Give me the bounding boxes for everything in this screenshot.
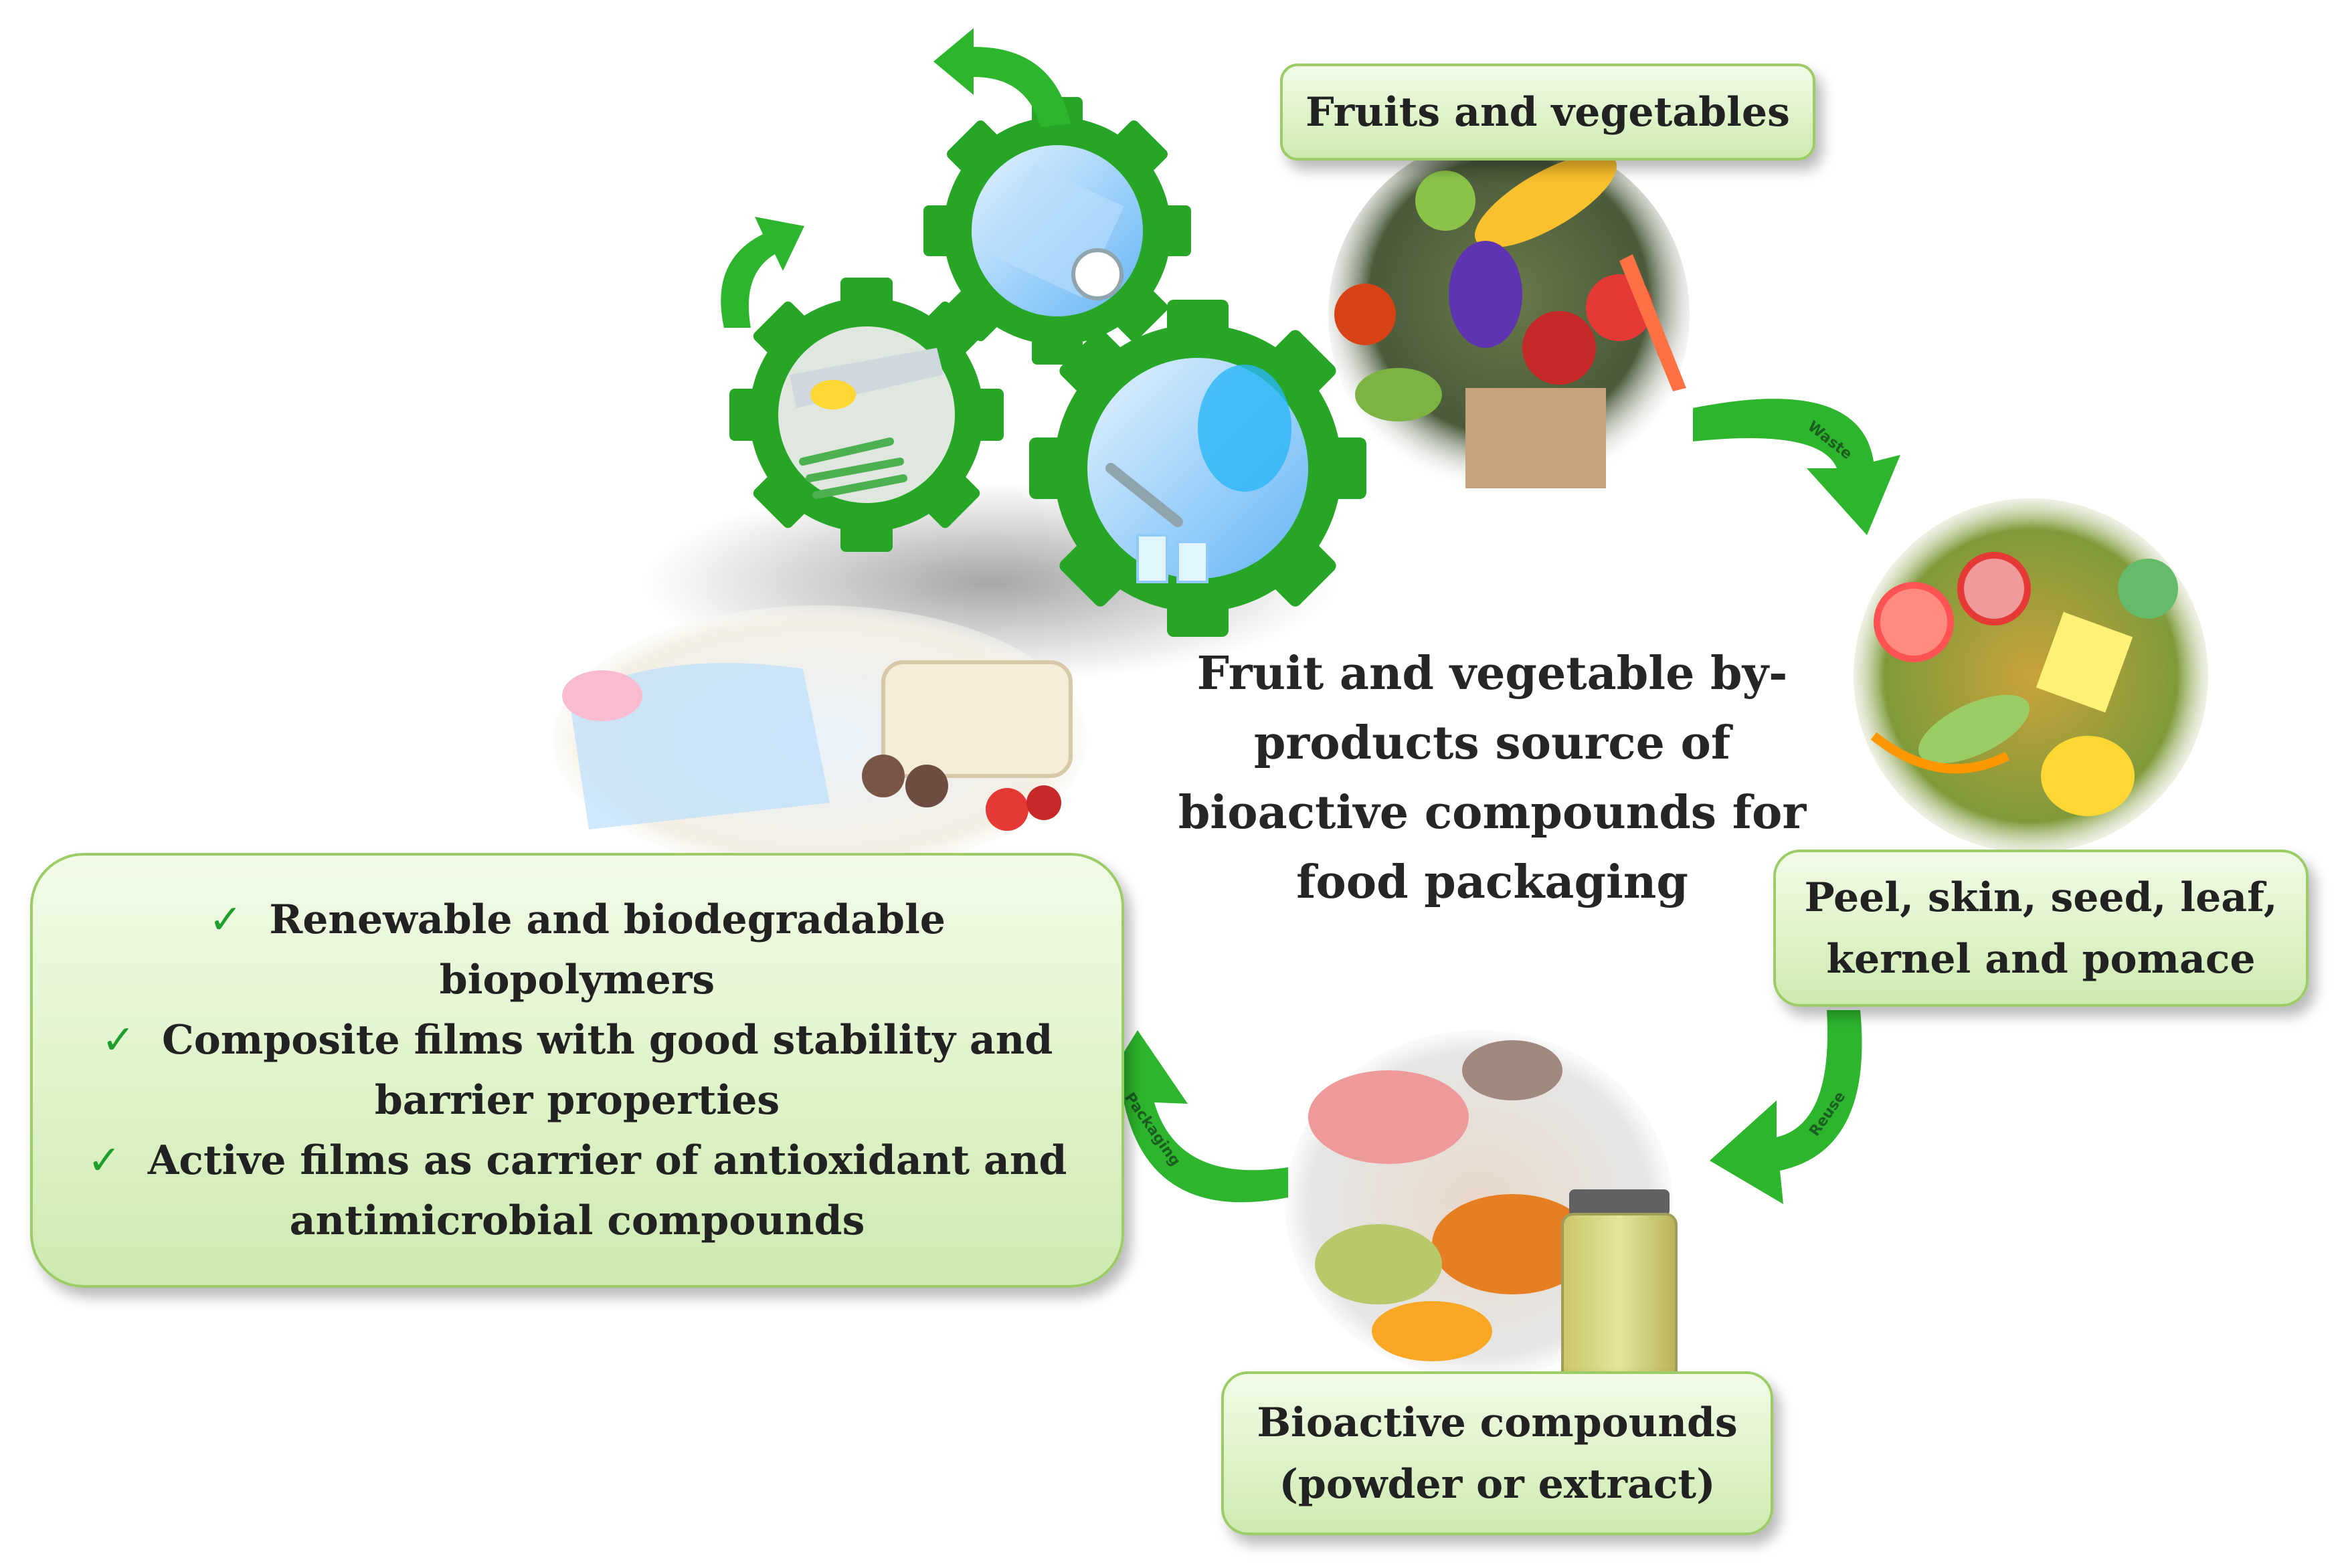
packaging-arrow-icon: [1087, 1030, 1288, 1203]
gear-laboratory-icon: [1029, 300, 1366, 637]
check-icon: ✓: [87, 1137, 121, 1184]
check-icon: ✓: [209, 896, 243, 943]
peel-waste-image: [1854, 498, 2208, 853]
reuse-arrow-icon: [1710, 1010, 1862, 1204]
diagram-title: Fruit and vegetable by- products source …: [1178, 647, 1807, 909]
check-icon: ✓: [101, 1017, 135, 1064]
bioactive-compounds-box: Bioactive compounds (powder or extract): [1221, 1371, 1773, 1535]
fruits-vegetables-image: [1328, 134, 1690, 495]
gear-processing-icon: [729, 278, 1004, 552]
benefits-box: ✓ Renewable and biodegradable biopolymer…: [30, 853, 1124, 1288]
food-packaging-image: [552, 605, 1087, 873]
byproducts-box: Peel, skin, seed, leaf, kernel and pomac…: [1773, 850, 2309, 1007]
benefit-item: ✓ Composite films with good stability an…: [33, 1010, 1121, 1131]
fruits-vegetables-box: Fruits and vegetables: [1280, 64, 1815, 161]
benefit-item: ✓ Active films as carrier of antioxidant…: [33, 1131, 1121, 1251]
benefits-list: ✓ Renewable and biodegradable biopolymer…: [33, 890, 1121, 1251]
gear-production-icon: [923, 97, 1191, 365]
benefit-item: ✓ Renewable and biodegradable biopolymer…: [33, 890, 1121, 1010]
rotate-arrow-icon: [721, 28, 1071, 328]
waste-arrow-icon: [1693, 399, 1900, 535]
powders-extract-image: [1285, 1030, 1678, 1383]
